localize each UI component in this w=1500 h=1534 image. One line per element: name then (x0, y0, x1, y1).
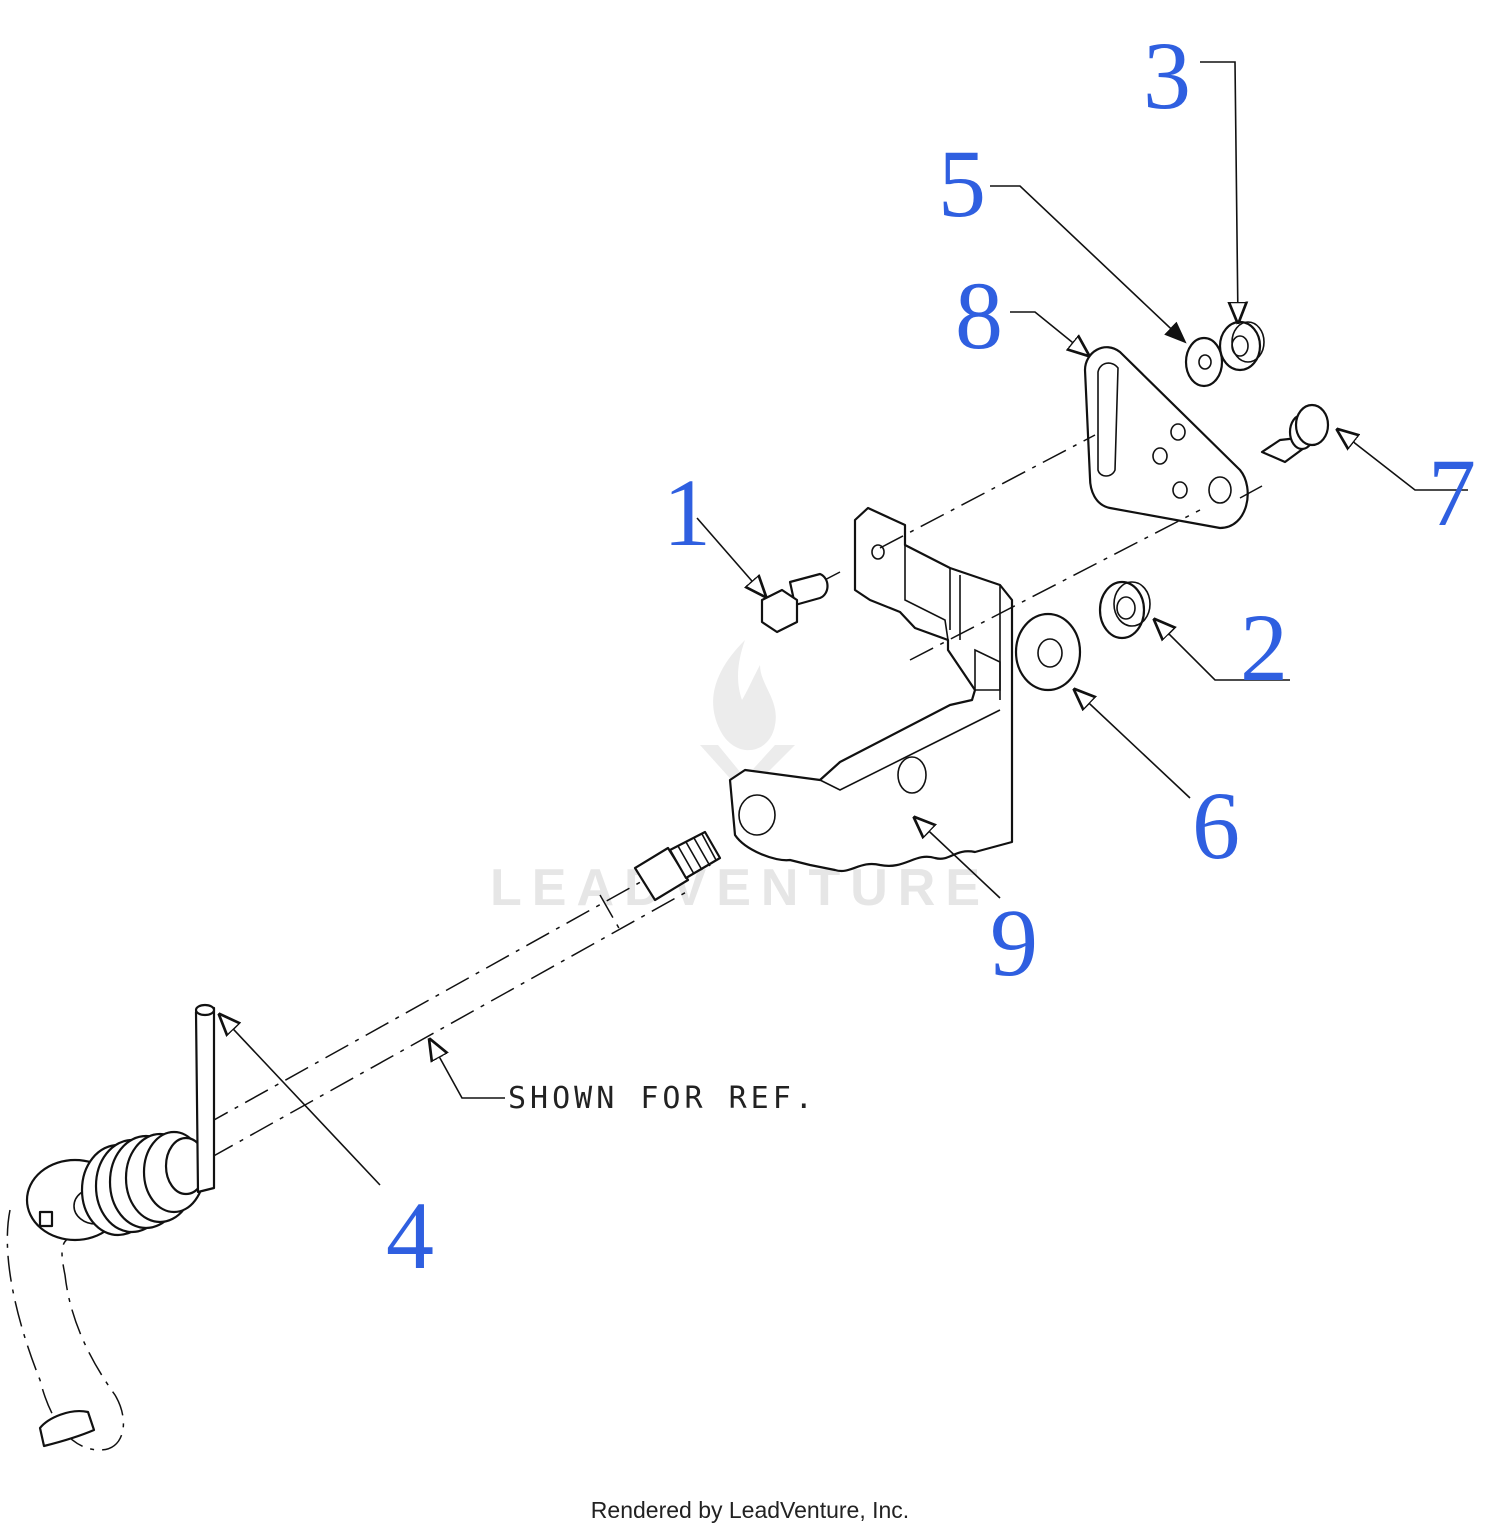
callout-4: 4 (386, 1182, 434, 1289)
bolt-part-1-icon (760, 572, 829, 634)
axle-threaded-end (633, 830, 722, 902)
exploded-parts-diagram: LEADVENTURE (6, 22, 1476, 1451)
callout-1: 1 (663, 459, 711, 566)
callout-7: 7 (1428, 439, 1476, 546)
leader-lines (220, 61, 1468, 1186)
washer-part-5-icon (1184, 336, 1224, 388)
callout-8: 8 (955, 262, 1003, 369)
watermark-logo-icon (700, 640, 795, 795)
callout-5: 5 (938, 130, 986, 237)
flange-nut-part-2-icon (1098, 580, 1151, 640)
footer-credit: Rendered by LeadVenture, Inc. (590, 1497, 910, 1523)
plate-part-8 (1083, 346, 1249, 530)
nut-part-3-icon (1218, 320, 1265, 372)
watermark-text: LEADVENTURE (490, 859, 990, 917)
torsion-spring-icon (80, 1130, 208, 1237)
pedal-arm-with-spring (6, 1003, 216, 1451)
axle-reference-lines (204, 859, 691, 1159)
shoulder-bolt-part-7-icon (1260, 403, 1330, 464)
callout-6: 6 (1192, 772, 1240, 879)
callout-2: 2 (1240, 594, 1288, 701)
washer-part-6-icon (1014, 612, 1082, 692)
reference-note: SHOWN FOR REF. (508, 1081, 817, 1116)
callout-9: 9 (990, 889, 1038, 996)
bracket-part-9 (728, 506, 1014, 873)
callout-3: 3 (1143, 22, 1191, 129)
